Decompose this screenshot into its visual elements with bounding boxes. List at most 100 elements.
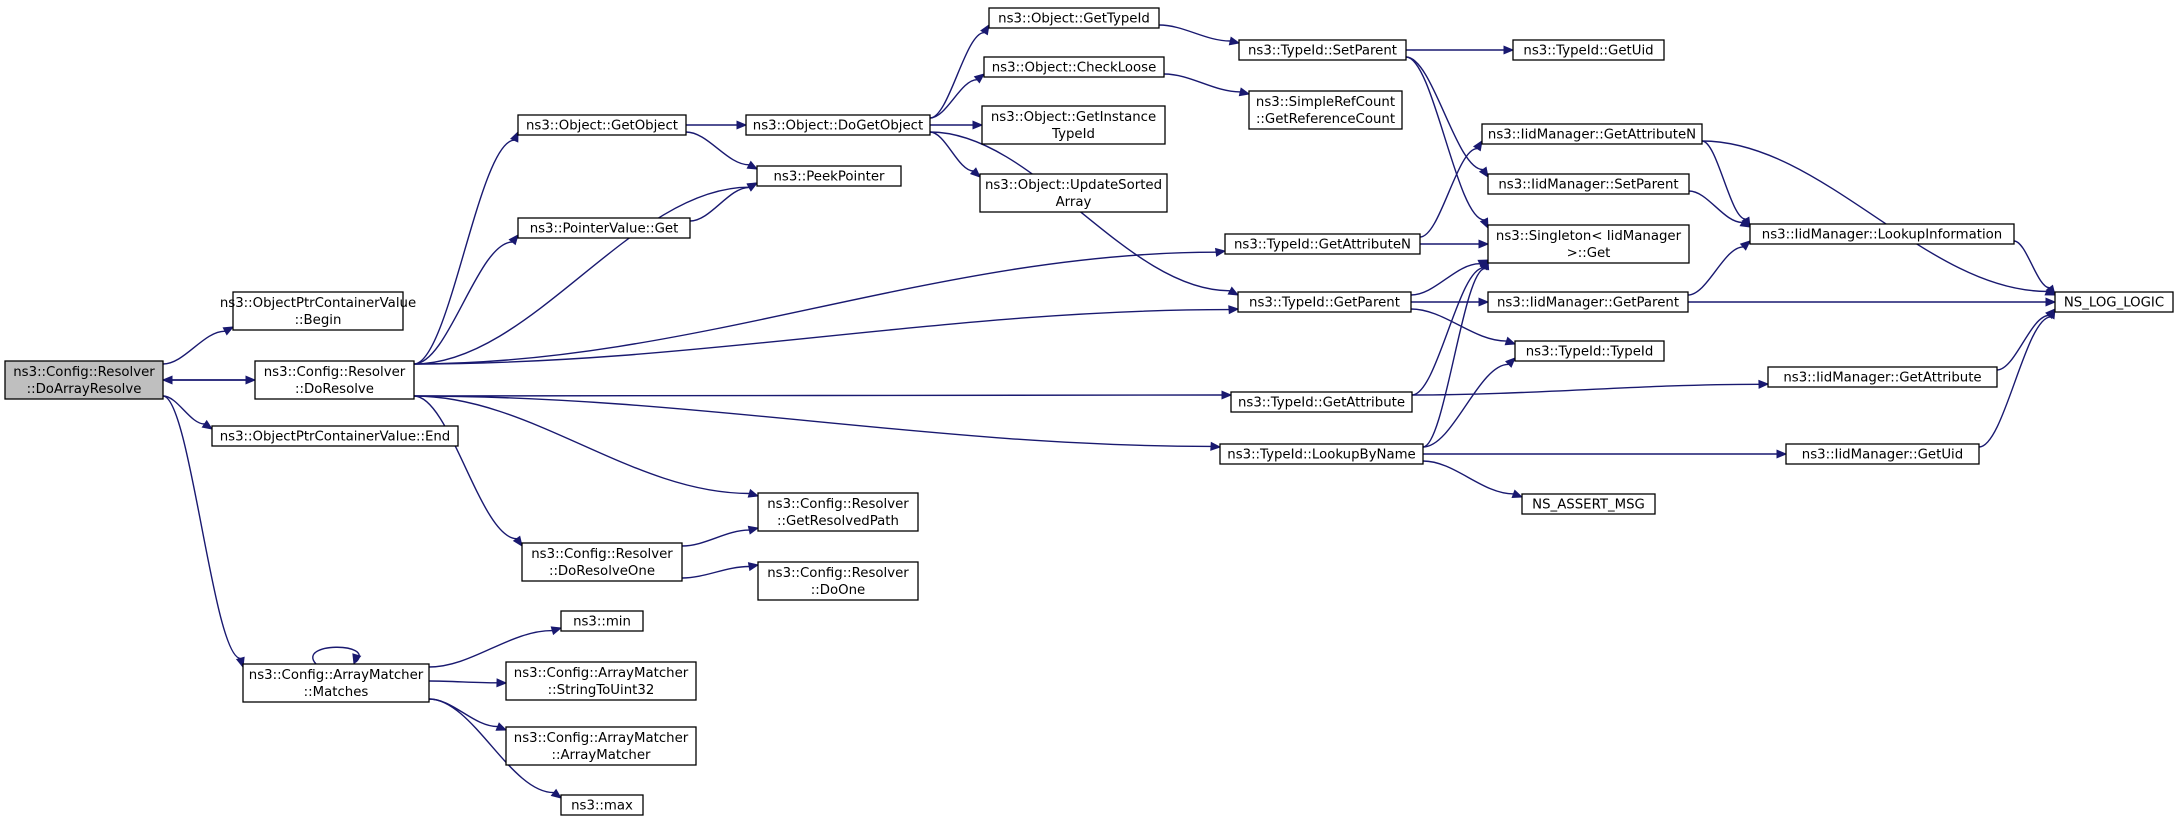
node-label: ns3::TypeId::GetAttributeN [1234,238,1411,253]
edge-arrowhead [2045,297,2057,307]
node-tid_getattrn[interactable]: ns3::TypeId::GetAttributeN [1224,233,1421,255]
edge-tid_getattr-to-iid_getattr [1411,379,1770,396]
node-box [211,425,459,447]
node-label: ns3::Object::GetObject [526,119,678,134]
edge-line [1158,24,1231,42]
edge-setparent-to-singleton [1405,56,1489,230]
edge-line [312,646,360,665]
node-assertmsg[interactable]: NS_ASSERT_MSG [1521,493,1656,515]
node-getobject[interactable]: ns3::Object::GetObject [517,114,687,136]
node-opcv_end[interactable]: ns3::ObjectPtrContainerValue::End [211,425,459,447]
node-label: ns3::Object::CheckLoose [992,61,1157,76]
node-loglogic[interactable]: NS_LOG_LOGIC [2054,291,2174,313]
node-label: ::DoResolveOne [549,564,655,579]
edge-arrowhead [747,488,760,498]
node-box [1785,443,1980,465]
edge-doresolve-to-getobject [413,130,519,365]
node-iid_setparent[interactable]: ns3::IidManager::SetParent [1487,173,1690,195]
edge-arrowhead [495,722,508,731]
node-iid_getuid[interactable]: ns3::IidManager::GetUid [1785,443,1980,465]
node-label: ns3::IidManager::SetParent [1498,178,1678,193]
node-box [1248,90,1403,130]
node-tid_typeid[interactable]: ns3::TypeId::TypeId [1514,340,1665,362]
node-setparent[interactable]: ns3::TypeId::SetParent [1238,39,1407,61]
edge-doresolve-to-peekpointer [413,182,759,365]
node-opcv_begin[interactable]: ns3::ObjectPtrContainerValue::Begin [220,291,416,331]
edge-line [929,79,978,119]
node-min[interactable]: ns3::min [560,610,644,632]
edge-line [1978,316,2051,448]
node-arraymatcher[interactable]: ns3::Config::ArrayMatcher::ArrayMatcher [505,726,697,766]
node-box [1512,39,1665,61]
node-peekpointer[interactable]: ns3::PeekPointer [756,165,902,187]
edge-arrowhead [1480,258,1490,271]
edge-arrowhead [747,525,760,535]
edge-line [413,394,1223,397]
node-singleton[interactable]: ns3::Singleton< IidManager>::Get [1487,224,1690,264]
edge-line [428,698,554,794]
node-dogetobject[interactable]: ns3::Object::DoGetObject [745,114,931,136]
edge-line [1163,73,1241,93]
edge-root-to-opcv_begin [162,326,235,365]
node-getrefcount[interactable]: ns3::SimpleRefCount::GetReferenceCount [1248,90,1403,130]
node-label: ns3::ObjectPtrContainerValue::End [220,430,451,445]
node-getresolvedpath[interactable]: ns3::Config::Resolver::GetResolvedPath [757,492,919,532]
edge-line [413,395,750,495]
node-tid_getparent[interactable]: ns3::TypeId::GetParent [1237,291,1412,313]
node-box [1237,291,1412,313]
node-box [1487,291,1689,313]
node-label: ns3::TypeId::TypeId [1526,345,1654,360]
edge-line [413,139,515,365]
edge-line [428,629,553,668]
node-label: ns3::IidManager::GetAttributeN [1488,128,1696,143]
node-label: NS_LOG_LOGIC [2064,296,2164,311]
edge-iid_getattrn-to-loglogic [1701,140,2057,296]
node-box [560,610,644,632]
edge-arrowhead [1511,489,1524,499]
node-checkloose[interactable]: ns3::Object::CheckLoose [983,56,1165,78]
node-box [1521,493,1656,515]
node-box [757,561,919,601]
node-stringtouint32[interactable]: ns3::Config::ArrayMatcher::StringToUint3… [505,661,697,701]
node-label: ns3::TypeId::GetParent [1249,296,1400,311]
node-matches[interactable]: ns3::Config::ArrayMatcher::Matches [242,663,430,703]
node-box [242,663,430,703]
node-root[interactable]: ns3::Config::Resolver::DoArrayResolve [4,360,164,400]
node-label: ns3::TypeId::GetUid [1523,44,1653,59]
node-box [517,114,687,136]
node-tid_getattr[interactable]: ns3::TypeId::GetAttribute [1230,391,1413,413]
node-label: ns3::Object::DoGetObject [753,119,923,134]
edge-line [681,565,750,579]
node-tid_getuid[interactable]: ns3::TypeId::GetUid [1512,39,1665,61]
node-label: ::GetResolvedPath [777,514,899,529]
edge-arrowhead [973,73,985,84]
node-pvget[interactable]: ns3::PointerValue::Get [517,217,691,239]
node-lookupbyname[interactable]: ns3::TypeId::LookupByName [1219,443,1424,465]
edge-dogetobject-to-updatesorted [929,131,981,178]
node-iid_getparent[interactable]: ns3::IidManager::GetParent [1487,291,1689,313]
edge-getobject-to-dogetobject [685,120,748,130]
edge-doresolve-to-root [161,375,256,385]
node-lookupinfo[interactable]: ns3::IidManager::LookupInformation [1749,223,2015,245]
edge-line [428,698,498,728]
node-iid_getattrn[interactable]: ns3::IidManager::GetAttributeN [1481,123,1703,145]
node-label: ::DoResolve [295,382,374,397]
edge-root-to-opcv_end [162,395,214,430]
node-label: NS_ASSERT_MSG [1532,498,1645,513]
node-max[interactable]: ns3::max [560,794,644,816]
node-gettypeid[interactable]: ns3::Object::GetTypeId [988,7,1160,29]
node-doresolveone[interactable]: ns3::Config::Resolver::DoResolveOne [521,542,683,582]
edge-tid_getattrn-to-iid_getattrn [1419,139,1483,238]
node-doone[interactable]: ns3::Config::Resolver::DoOne [757,561,919,601]
edge-line [1422,267,1486,448]
edges-layer [161,23,2057,799]
node-label: >::Get [1567,246,1611,261]
edge-gettypeid-to-setparent [1158,24,1241,46]
node-doresolve[interactable]: ns3::Config::Resolver::DoResolve [254,360,415,400]
edge-arrowhead [969,167,981,178]
node-iid_getattr[interactable]: ns3::IidManager::GetAttribute [1767,366,1998,388]
edge-doresolve-to-getresolvedpath [413,395,760,498]
